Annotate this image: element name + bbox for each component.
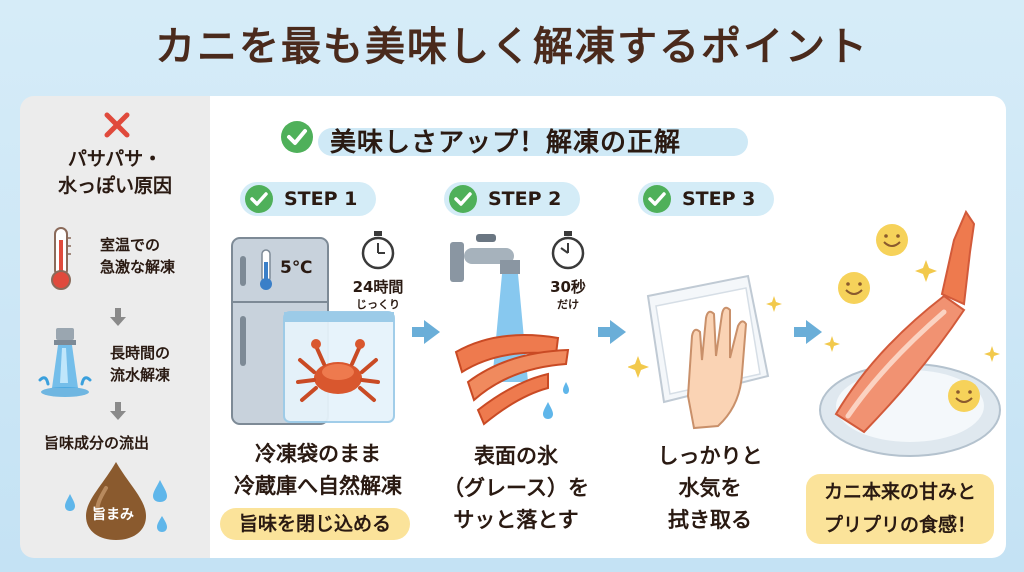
down-arrow-icon — [110, 308, 126, 326]
cross-icon — [104, 112, 130, 138]
bad-causes-panel: パサパサ・ 水っぽい原因 室温での 急激な解凍 長時間の 流水解凍 旨味成分の流 — [20, 96, 210, 558]
fridge-illustration — [231, 237, 395, 425]
check-circle-icon — [281, 121, 313, 153]
right-arrow-icon — [794, 320, 822, 344]
correct-header-text: 美味しさアップ！解凍の正解 — [330, 128, 682, 158]
step-3-pill: STEP 3 — [638, 182, 774, 216]
step-1-caption: 冷凍袋のまま 冷蔵庫へ自然解凍 — [234, 442, 402, 498]
sparkle-icon — [628, 296, 782, 378]
step-1-highlight: 旨味を閉じ込める — [220, 508, 410, 540]
step-2-pill: STEP 2 — [444, 182, 580, 216]
umami-drop-icon — [65, 462, 167, 540]
thermometer-icon — [260, 249, 272, 290]
crab-meat-icon — [834, 209, 976, 434]
faucet-illustration — [450, 234, 570, 426]
check-circle-icon — [449, 185, 477, 213]
check-circle-icon — [643, 185, 671, 213]
right-arrow-icon — [412, 320, 440, 344]
step-1-time: 24時間 じっくり — [352, 278, 404, 311]
page-title: カニを最も美味しく解凍するポイント — [155, 24, 869, 70]
crab-legs-icon — [454, 334, 570, 426]
correct-header: 美味しさアップ！解凍の正解 — [274, 118, 750, 158]
smiley-icon — [948, 380, 980, 412]
smiley-icon — [876, 224, 908, 256]
smiley-icon — [838, 272, 870, 304]
hand-icon — [686, 306, 748, 430]
step-2-caption: 表面の氷 （グレース）を サッと落とす — [443, 444, 589, 532]
step-1-pill: STEP 1 — [240, 182, 376, 216]
stopwatch-icon — [361, 231, 395, 270]
step-3-caption: しっかりと 水気を 拭き取る — [657, 444, 763, 532]
down-arrow-icon — [110, 402, 126, 420]
cause-title: パサパサ・ 水っぽい原因 — [57, 148, 172, 197]
cause-2-text: 長時間の 流水解凍 — [110, 344, 171, 384]
check-circle-icon — [245, 185, 273, 213]
cause-3-text: 旨味成分の流出 — [44, 434, 150, 452]
sparkle-icon — [824, 260, 1000, 362]
umami-label: 旨まみ — [92, 507, 134, 523]
step-2-time: 30秒 だけ — [550, 278, 586, 311]
towel-hand-illustration — [628, 274, 782, 430]
stopwatch-icon — [551, 231, 585, 270]
correct-method-panel: 美味しさアップ！解凍の正解 STEP 1 STEP 2 STEP 3 — [210, 96, 1006, 558]
thermometer-icon — [51, 227, 71, 290]
crab-icon — [296, 339, 380, 402]
cause-1-text: 室温での 急激な解凍 — [100, 236, 176, 276]
running-water-icon — [38, 328, 92, 397]
result-crab-plate-illustration — [819, 209, 1001, 457]
result-highlight: カニ本来の甘みと プリプリの食感！ — [806, 474, 994, 544]
right-arrow-icon — [598, 320, 626, 344]
fridge-temp: 5℃ — [280, 258, 313, 278]
